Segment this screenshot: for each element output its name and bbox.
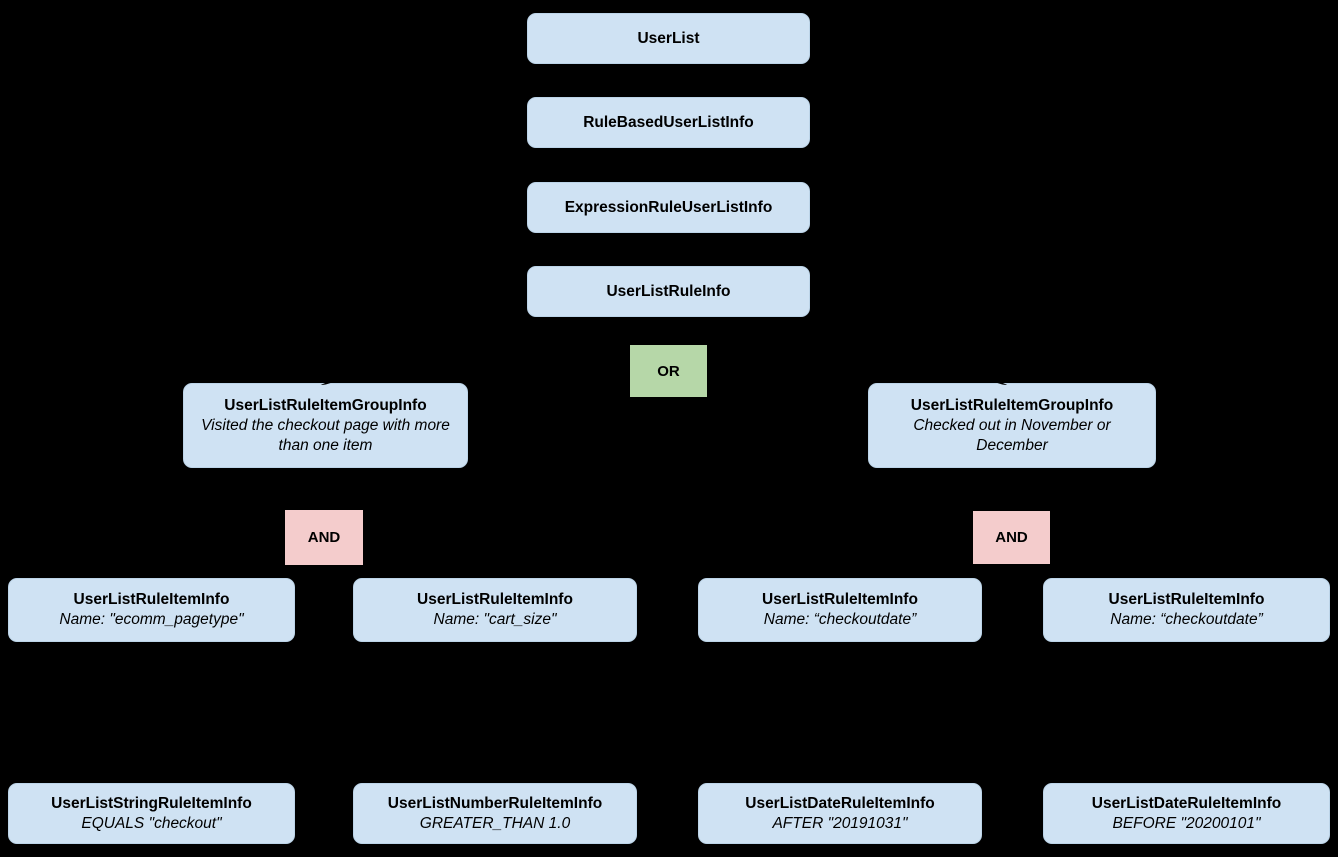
node-subtitle: GREATER_THAN 1.0 (419, 814, 571, 832)
node-description: Checked out in November or December (913, 416, 1111, 454)
node-rulebaseduserlistinfo: RuleBasedUserListInfo (527, 97, 810, 148)
operator-and-label: AND (995, 529, 1028, 546)
node-title: UserListRuleInfo (606, 282, 731, 300)
node-subtitle: Name: "cart_size" (433, 611, 557, 628)
node-stringruleitem-equals-checkout: UserListStringRuleItemInfo EQUALS "check… (8, 783, 295, 844)
node-subtitle: Name: “checkoutdate” (1110, 611, 1263, 628)
node-ruleitem-ecomm-pagetype: UserListRuleItemInfo Name: "ecomm_pagety… (8, 578, 295, 642)
operator-and-left: AND (285, 510, 363, 565)
node-title: UserListRuleItemInfo (1108, 591, 1265, 608)
node-subtitle: AFTER "20191031" (772, 814, 908, 832)
node-title: UserListDateRuleItemInfo (1091, 794, 1282, 812)
node-title: UserList (637, 29, 700, 47)
node-ruleitem-checkoutdate-after: UserListRuleItemInfo Name: “checkoutdate… (698, 578, 982, 642)
node-userlist: UserList (527, 13, 810, 64)
node-title: ExpressionRuleUserListInfo (564, 198, 773, 216)
node-dateruleitem-before: UserListDateRuleItemInfo BEFORE "2020010… (1043, 783, 1330, 844)
node-title: UserListStringRuleItemInfo (51, 794, 252, 812)
node-title: UserListRuleItemInfo (417, 591, 573, 608)
node-numberruleitem-greater-than: UserListNumberRuleItemInfo GREATER_THAN … (353, 783, 637, 844)
node-subtitle: EQUALS "checkout" (81, 814, 222, 832)
node-ruleitem-checkoutdate-before: UserListRuleItemInfo Name: “checkoutdate… (1043, 578, 1330, 642)
node-subtitle: BEFORE "20200101" (1112, 814, 1261, 832)
node-title: UserListRuleItemInfo (73, 591, 230, 608)
node-group-checked-out-nov-dec: UserListRuleItemGroupInfo Checked out in… (868, 383, 1156, 468)
operator-or-label: OR (657, 362, 680, 380)
node-title: UserListDateRuleItemInfo (745, 794, 935, 812)
node-ruleitem-cart-size: UserListRuleItemInfo Name: "cart_size" (353, 578, 637, 642)
node-userlistruleinfo: UserListRuleInfo (527, 266, 810, 317)
node-title: RuleBasedUserListInfo (583, 113, 754, 131)
node-title: UserListRuleItemInfo (762, 591, 918, 608)
operator-or: OR (630, 345, 707, 397)
node-group-checkout-page: UserListRuleItemGroupInfo Visited the ch… (183, 383, 468, 468)
node-title: UserListNumberRuleItemInfo (387, 794, 603, 812)
node-dateruleitem-after: UserListDateRuleItemInfo AFTER "20191031… (698, 783, 982, 844)
node-subtitle: Name: "ecomm_pagetype" (59, 611, 244, 628)
operator-and-label: AND (307, 529, 341, 546)
node-description: Visited the checkout page with more than… (201, 416, 450, 454)
node-title: UserListRuleItemGroupInfo (910, 396, 1114, 414)
node-expressionruleuserlistinfo: ExpressionRuleUserListInfo (527, 182, 810, 233)
node-subtitle: Name: “checkoutdate” (763, 611, 917, 628)
operator-and-right: AND (973, 511, 1050, 564)
node-title: UserListRuleItemGroupInfo (224, 396, 427, 414)
